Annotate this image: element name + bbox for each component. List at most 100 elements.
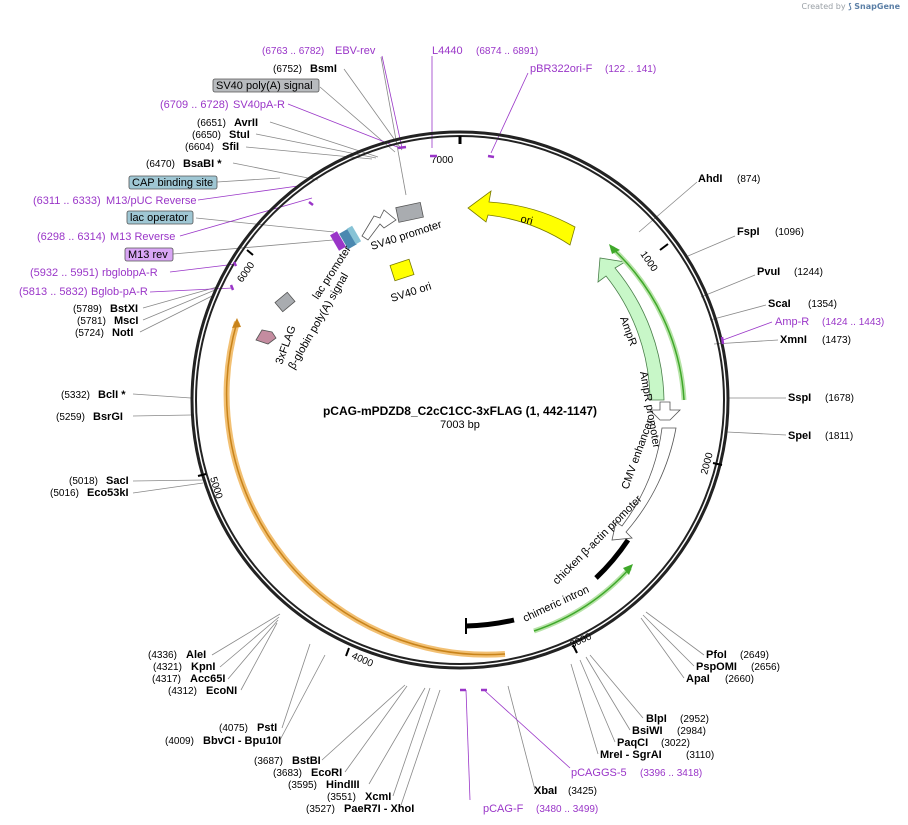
cap-binding-site-box xyxy=(128,175,218,190)
enzyme-sspi-pos: (1678) xyxy=(825,393,854,404)
primer-bglob-pa-r-pos: (5813 .. 5832) xyxy=(19,286,88,298)
snapgene-watermark: Created by ⟆ SnapGene xyxy=(802,2,900,11)
enzyme-alei-pos: (4336) xyxy=(148,650,177,661)
enzyme-bbvci-pos: (4009) xyxy=(165,736,194,747)
primer-amp-r: Amp-R xyxy=(775,316,809,328)
sv40-polya-feature xyxy=(395,201,424,223)
lac-operator-box xyxy=(126,210,194,225)
3xflag-feature xyxy=(255,329,277,345)
tick-1000: 1000 xyxy=(638,249,660,274)
m13-rev-box xyxy=(124,247,174,262)
primer-sv40pa-r-pos: (6709 .. 6728) xyxy=(160,99,229,111)
cap-binding-site-feature xyxy=(346,225,362,245)
sv40-polya-label: SV40 poly(A) signal xyxy=(216,80,313,92)
enzyme-bsrgi-pos: (5259) xyxy=(56,412,85,423)
labels-upper-left: M13 rev (6298 .. 6314) M13 Reverse lac o… xyxy=(33,45,656,262)
enzyme-apai-pos: (2660) xyxy=(725,674,754,685)
enzyme-spei: SpeI xyxy=(788,430,811,442)
enzyme-acc65i-pos: (4317) xyxy=(152,674,181,685)
sv40-polya-box xyxy=(212,78,320,93)
insert-arrow xyxy=(232,318,241,328)
primer-leaders xyxy=(149,55,773,801)
enzyme-bsrgi: BsrGI xyxy=(93,411,123,423)
enzyme-eco53ki: Eco53kI xyxy=(87,487,129,499)
enzyme-noti: NotI xyxy=(112,327,133,339)
enzyme-xbai-pos: (3425) xyxy=(568,786,597,797)
enzyme-ahdi-pos: (874) xyxy=(737,174,760,185)
primer-pbr322ori-f: pBR322ori-F xyxy=(530,63,593,75)
sv40-promoter-feature xyxy=(361,209,397,241)
enzyme-avrii-pos: (6651) xyxy=(197,118,226,129)
ori-label: ori xyxy=(519,213,534,227)
enzyme-bstxi: BstXI xyxy=(110,303,138,315)
plasmid-length: 7003 bp xyxy=(440,419,480,431)
enzyme-apai: ApaI xyxy=(686,673,710,685)
enzyme-bcli: BclI * xyxy=(98,389,126,401)
green-line-bottom xyxy=(533,567,631,632)
enzyme-xmni-pos: (1473) xyxy=(822,335,851,346)
enzyme-kpni-pos: (4321) xyxy=(153,662,182,673)
enzyme-mrei-sgrai: MreI - SgrAI xyxy=(600,749,662,761)
enzyme-eco53ki-pos: (5016) xyxy=(50,488,79,499)
tick-7000: 7000 xyxy=(431,155,454,166)
enzyme-saci-pos: (5018) xyxy=(69,476,98,487)
cmv-enhancer-feature xyxy=(611,427,677,541)
ampr-promoter-feature xyxy=(649,401,681,421)
primer-m13-reverse-pos: (6298 .. 6314) xyxy=(37,231,106,243)
watermark-brand: SnapGene xyxy=(854,2,900,11)
lac-operator-feature xyxy=(339,228,357,250)
primer-m13-puc-reverse: M13/pUC Reverse xyxy=(106,195,196,207)
enzyme-psti: PstI xyxy=(257,722,277,734)
primer-pcaggs-5-pos: (3396 .. 3418) xyxy=(640,768,702,779)
enzyme-labels-left: (5018) SacI (5016) Eco53kI (5332) BclI *… xyxy=(19,267,158,499)
enzyme-ahdi: AhdI xyxy=(698,173,722,185)
green-line-right xyxy=(611,247,685,401)
enzyme-spei-pos: (1811) xyxy=(825,431,853,442)
enzyme-pvui: PvuI xyxy=(757,266,780,278)
enzyme-fspi-pos: (1096) xyxy=(775,227,804,238)
primer-pcag-f-pos: (3480 .. 3499) xyxy=(536,804,598,815)
primer-l4440: L4440 xyxy=(432,45,463,57)
enzyme-bcli-pos: (5332) xyxy=(61,390,90,401)
enzyme-acc65i: Acc65I xyxy=(190,673,225,685)
primer-sv40pa-r: SV40pA-R xyxy=(233,99,285,111)
primer-rbglobpa-r-pos: (5932 .. 5951) xyxy=(30,267,99,279)
enzyme-pfoi: PfoI xyxy=(706,649,727,661)
sv40-ori-label: SV40 ori xyxy=(389,280,433,304)
enzyme-pfoi-pos: (2649) xyxy=(740,650,769,661)
enzyme-xcmi: XcmI xyxy=(365,791,391,803)
primer-pbr322ori-f-pos: (122 .. 141) xyxy=(605,64,656,75)
m13-rev-feature xyxy=(330,231,346,251)
enzyme-bbvci-bpu10i: BbvCI - Bpu10I xyxy=(203,735,281,747)
enzyme-sfii-pos: (6604) xyxy=(185,142,214,153)
enzyme-sfii: SfiI xyxy=(222,141,239,153)
primer-ebv-rev: EBV-rev xyxy=(335,45,376,57)
snapgene-logo: ⟆ xyxy=(848,2,852,11)
enzyme-paer7i-pos: (3527) xyxy=(306,804,335,815)
cap-binding-site-label: CAP binding site xyxy=(132,177,213,189)
enzyme-ecori: EcoRI xyxy=(311,767,342,779)
chimeric-intron-bar xyxy=(465,617,515,629)
green-glow-bottom xyxy=(533,566,632,634)
sv40-ori-feature xyxy=(389,258,415,282)
enzyme-paer7i-xhoi: PaeR7I - XhoI xyxy=(344,803,414,815)
enzyme-bstbi-pos: (3687) xyxy=(254,756,283,767)
ampr-feature xyxy=(597,257,665,401)
enzyme-msci-pos: (5781) xyxy=(77,316,106,327)
enzyme-bsabi: BsaBI * xyxy=(183,158,222,170)
green-line-right-arrow xyxy=(609,244,620,254)
beta-globin-polya-feature xyxy=(274,291,296,313)
primer-amp-r-pos: (1424 .. 1443) xyxy=(822,317,884,328)
enzyme-bstbi: BstBI xyxy=(292,755,321,767)
enzyme-pspomi: PspOMI xyxy=(696,661,737,673)
enzyme-saci: SacI xyxy=(106,475,129,487)
lac-operator-label: lac operator xyxy=(130,212,188,224)
enzyme-msci: MscI xyxy=(114,315,138,327)
enzyme-bsiwi: BsiWI xyxy=(632,725,663,737)
enzyme-labels-lower-right: PfoI (2649) PspOMI (2656) ApaI (2660) Bl… xyxy=(483,649,780,815)
insert-glow xyxy=(223,321,506,658)
enzyme-sspi: SspI xyxy=(788,392,811,404)
primer-marks xyxy=(229,145,725,692)
enzyme-blpi: BlpI xyxy=(646,713,667,725)
